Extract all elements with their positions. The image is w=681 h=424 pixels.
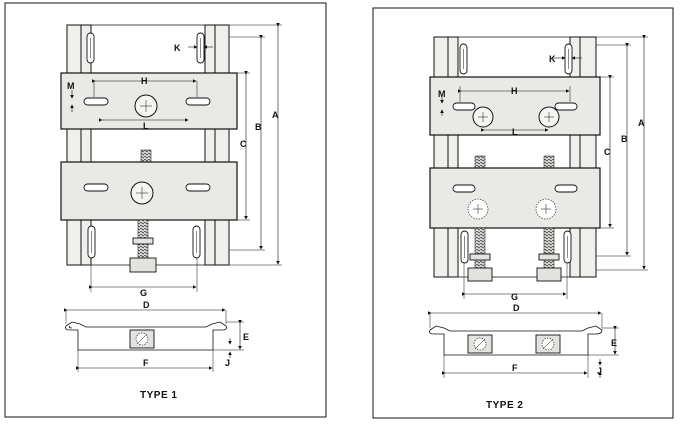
- plate-slot: [83, 183, 109, 192]
- section-view: [65, 321, 227, 351]
- dim-label-j: J: [597, 366, 602, 376]
- panel-type2: K M H L C B A G: [372, 7, 674, 419]
- plate-slot: [554, 102, 578, 111]
- plate-slot: [554, 184, 578, 193]
- dim-label-g: G: [140, 288, 147, 298]
- caption-type2: TYPE 2: [486, 400, 523, 411]
- dim-label-b: B: [255, 122, 262, 132]
- dim-label-g: G: [511, 292, 518, 302]
- dim-label-a: A: [638, 118, 645, 128]
- dim-label-f: F: [143, 358, 149, 368]
- nut: [469, 253, 491, 261]
- adjusting-screw: [543, 227, 555, 271]
- plate-slot: [185, 183, 211, 192]
- adjusting-screw: [474, 227, 486, 271]
- right-rail: [579, 36, 597, 278]
- left-rail-flange: [447, 36, 459, 278]
- plate-slot: [83, 97, 109, 106]
- nut-block: [467, 267, 493, 282]
- left-rail: [433, 36, 449, 278]
- panel-type1: K M H L C B A G: [4, 2, 327, 418]
- section-view: [429, 325, 603, 356]
- dim-label-c: C: [240, 139, 247, 149]
- dim-label-m: M: [67, 81, 75, 91]
- plate-slot: [452, 102, 476, 111]
- dim-label-l: L: [143, 121, 149, 131]
- nut: [132, 237, 154, 245]
- adjusting-screw: [140, 149, 152, 163]
- dim-label-j: J: [225, 358, 230, 368]
- dim-label-f: F: [512, 363, 518, 373]
- caption-type1: TYPE 1: [140, 390, 177, 401]
- dim-label-h: H: [141, 76, 148, 86]
- left-rail: [66, 24, 82, 266]
- dim-label-a: A: [272, 110, 279, 120]
- nut-block: [129, 257, 157, 273]
- adjusting-screw: [543, 155, 555, 169]
- dim-label-b: B: [621, 134, 628, 144]
- dim-label-l: L: [512, 127, 518, 137]
- right-rail: [214, 24, 230, 266]
- middle-plate: [429, 167, 601, 229]
- dim-label-d: D: [513, 303, 520, 313]
- dim-label-c: C: [604, 147, 611, 157]
- dim-label-e: E: [611, 338, 617, 348]
- dim-label-d: D: [143, 300, 150, 310]
- dim-label-k: K: [174, 43, 181, 53]
- dim-label-e: E: [243, 332, 249, 342]
- right-rail-flange: [204, 24, 216, 266]
- adjusting-screw: [474, 155, 486, 169]
- plate-slot: [185, 97, 211, 106]
- dim-label-m: M: [438, 89, 446, 99]
- nut: [538, 253, 560, 261]
- left-rail-flange: [80, 24, 92, 266]
- plate-slot: [452, 184, 476, 193]
- dim-label-k: K: [549, 54, 556, 64]
- dim-label-h: H: [511, 86, 518, 96]
- nut-block: [536, 267, 562, 282]
